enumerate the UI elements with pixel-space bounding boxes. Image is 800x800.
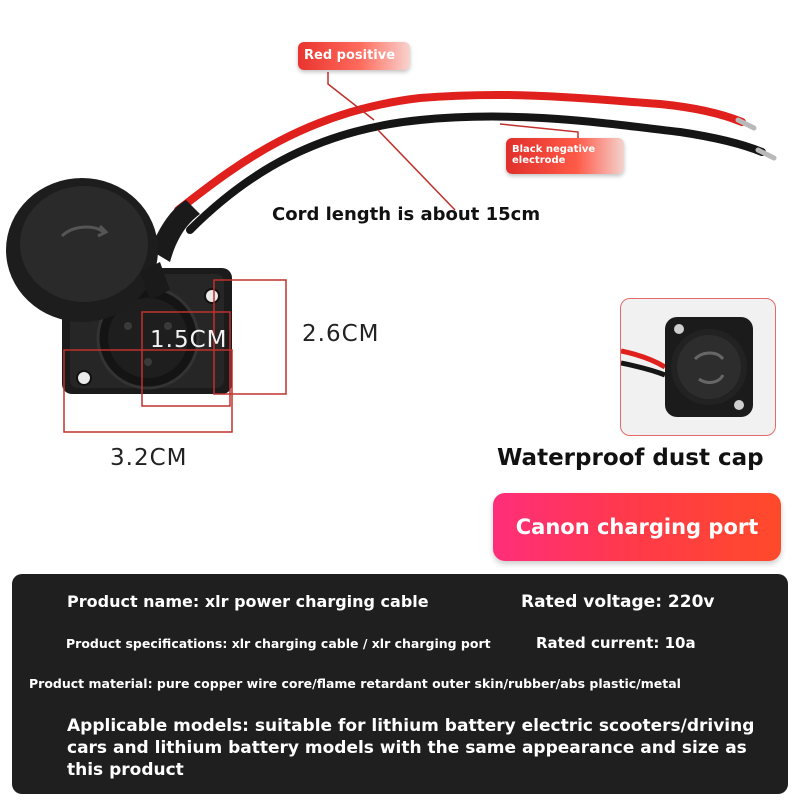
dim-box-width: [63, 349, 233, 433]
spec-product-name: Product name: xlr power charging cable: [67, 592, 429, 611]
red-positive-label: Red positive: [304, 48, 396, 63]
black-wire: [186, 112, 766, 234]
spec-rated-current: Rated current: 10a: [536, 634, 696, 652]
spec-product-specifications: Product specifications: xlr charging cab…: [66, 636, 491, 651]
red-wire-tip: [735, 117, 757, 131]
canon-charging-port-label: Canon charging port: [515, 515, 759, 539]
black-negative-callout: Black negative electrode: [506, 138, 624, 174]
black-wire-tip: [755, 147, 777, 161]
spec-applicable-models: Applicable models: suitable for lithium …: [67, 716, 755, 780]
wire-sleeve: [150, 200, 200, 262]
dust-cap-inset: [620, 298, 776, 436]
screw-hole: [76, 370, 92, 386]
inner-dimension-label: 1.5CM: [150, 327, 228, 353]
dim-box-height: [213, 279, 287, 395]
spec-panel: Product name: xlr power charging cable R…: [12, 574, 788, 794]
canon-charging-port-banner: Canon charging port: [493, 493, 781, 561]
height-dimension-label: 2.6CM: [302, 321, 380, 347]
red-wire: [174, 91, 746, 214]
width-dimension-label: 3.2CM: [110, 445, 188, 471]
screw-hole: [204, 288, 220, 304]
red-positive-callout: Red positive: [298, 42, 410, 70]
cap-hinge: [140, 262, 170, 300]
spec-product-material: Product material: pure copper wire core/…: [29, 676, 681, 691]
cord-length-label: Cord length is about 15cm: [272, 204, 541, 225]
dim-box-inner: [141, 311, 231, 407]
black-callout-pointer: [499, 123, 579, 138]
spec-rated-voltage: Rated voltage: 220v: [521, 592, 715, 612]
dust-cap-caption: Waterproof dust cap: [497, 445, 764, 471]
red-callout-pointer: [327, 72, 375, 121]
black-negative-label-line1: Black negative: [512, 144, 596, 155]
cord-pointer: [377, 129, 456, 211]
dust-cap-closed-illustration: [621, 317, 753, 417]
black-negative-label-line2: electrode: [512, 155, 566, 166]
